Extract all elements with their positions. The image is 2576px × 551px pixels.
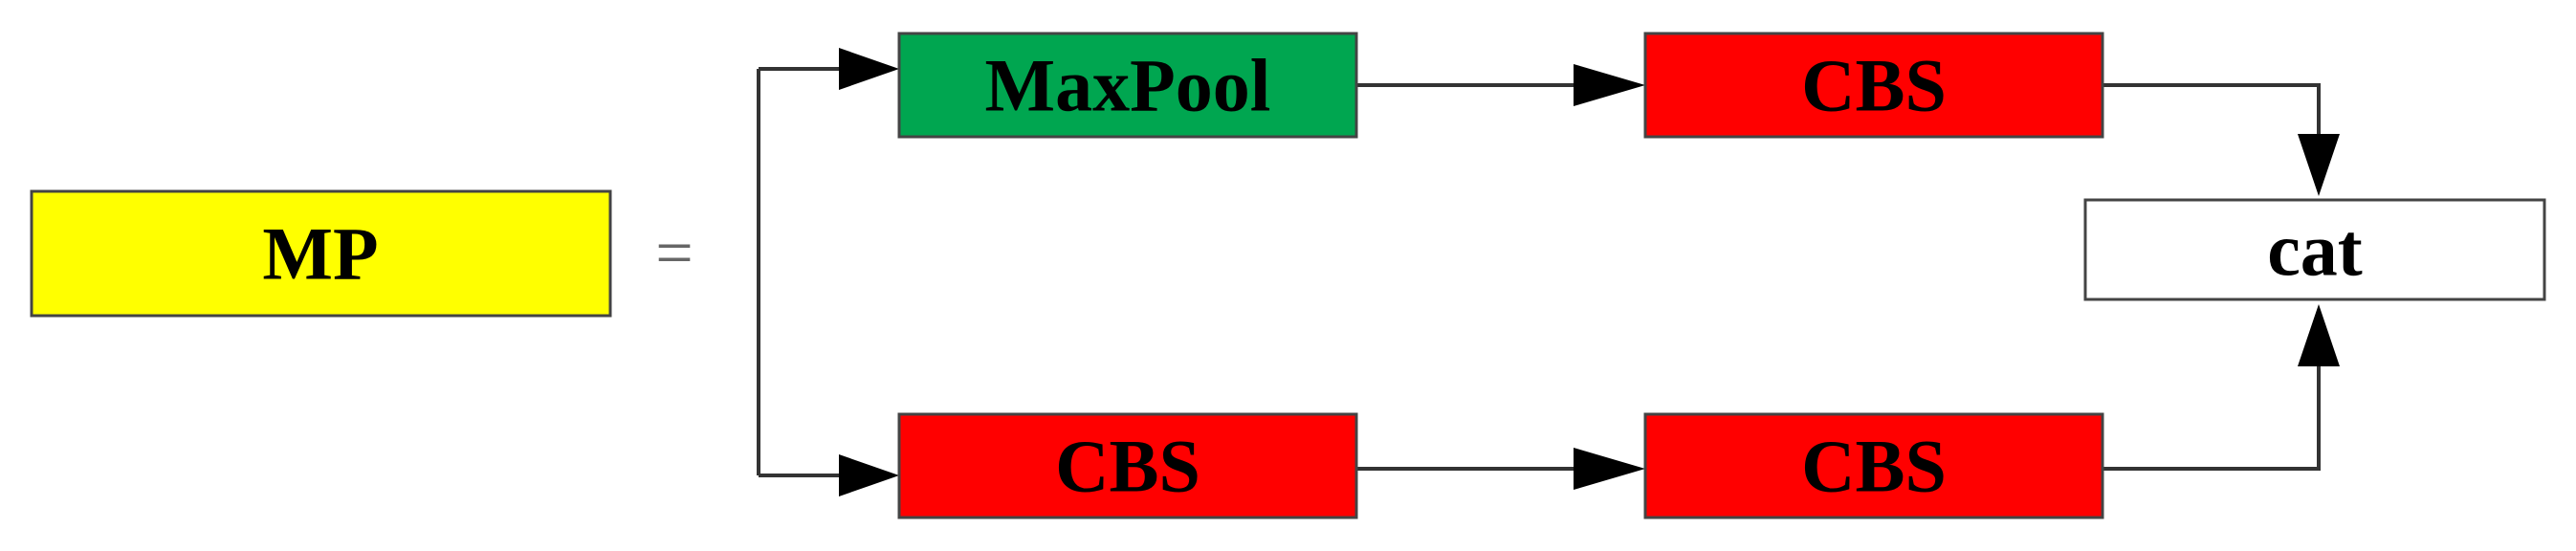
cbs-bottom-right-box <box>1643 412 2104 519</box>
cbs-bottom-right-label: CBS <box>1801 425 1947 508</box>
arrowhead-cbs-bottom-left <box>839 454 899 496</box>
node-cbs-bottom-left: CBS <box>897 412 1358 519</box>
cbs-bottom-left-box <box>897 412 1358 519</box>
mp-label: MP <box>262 212 378 296</box>
arrowhead-cat-bottom <box>2298 304 2340 366</box>
node-cbs-bottom-right: CBS <box>1643 412 2104 519</box>
connectors <box>757 48 2340 496</box>
edge-cbs-bottom-right-to-cat <box>2103 366 2321 471</box>
maxpool-box <box>897 32 1358 139</box>
node-cbs-top: CBS <box>1643 32 2104 139</box>
cbs-top-box <box>1643 32 2104 139</box>
mp-box <box>30 189 612 318</box>
arrowhead-cbs-bottom-right <box>1574 448 1645 490</box>
maxpool-label: MaxPool <box>985 44 1271 127</box>
cbs-top-label: CBS <box>1801 44 1947 127</box>
edge-cbs-top-to-cat <box>2103 83 2321 134</box>
node-mp: MP <box>30 189 612 318</box>
cat-label: cat <box>2267 209 2363 292</box>
equals-sign: = <box>655 217 693 291</box>
arrowhead-cat-top <box>2298 134 2340 196</box>
arrowhead-cbs-top <box>1574 64 1645 106</box>
node-cat: cat <box>2083 198 2546 301</box>
arrowhead-maxpool <box>839 48 899 90</box>
cbs-bottom-left-label: CBS <box>1055 425 1200 508</box>
node-maxpool: MaxPool <box>897 32 1358 139</box>
cat-box <box>2083 198 2546 301</box>
